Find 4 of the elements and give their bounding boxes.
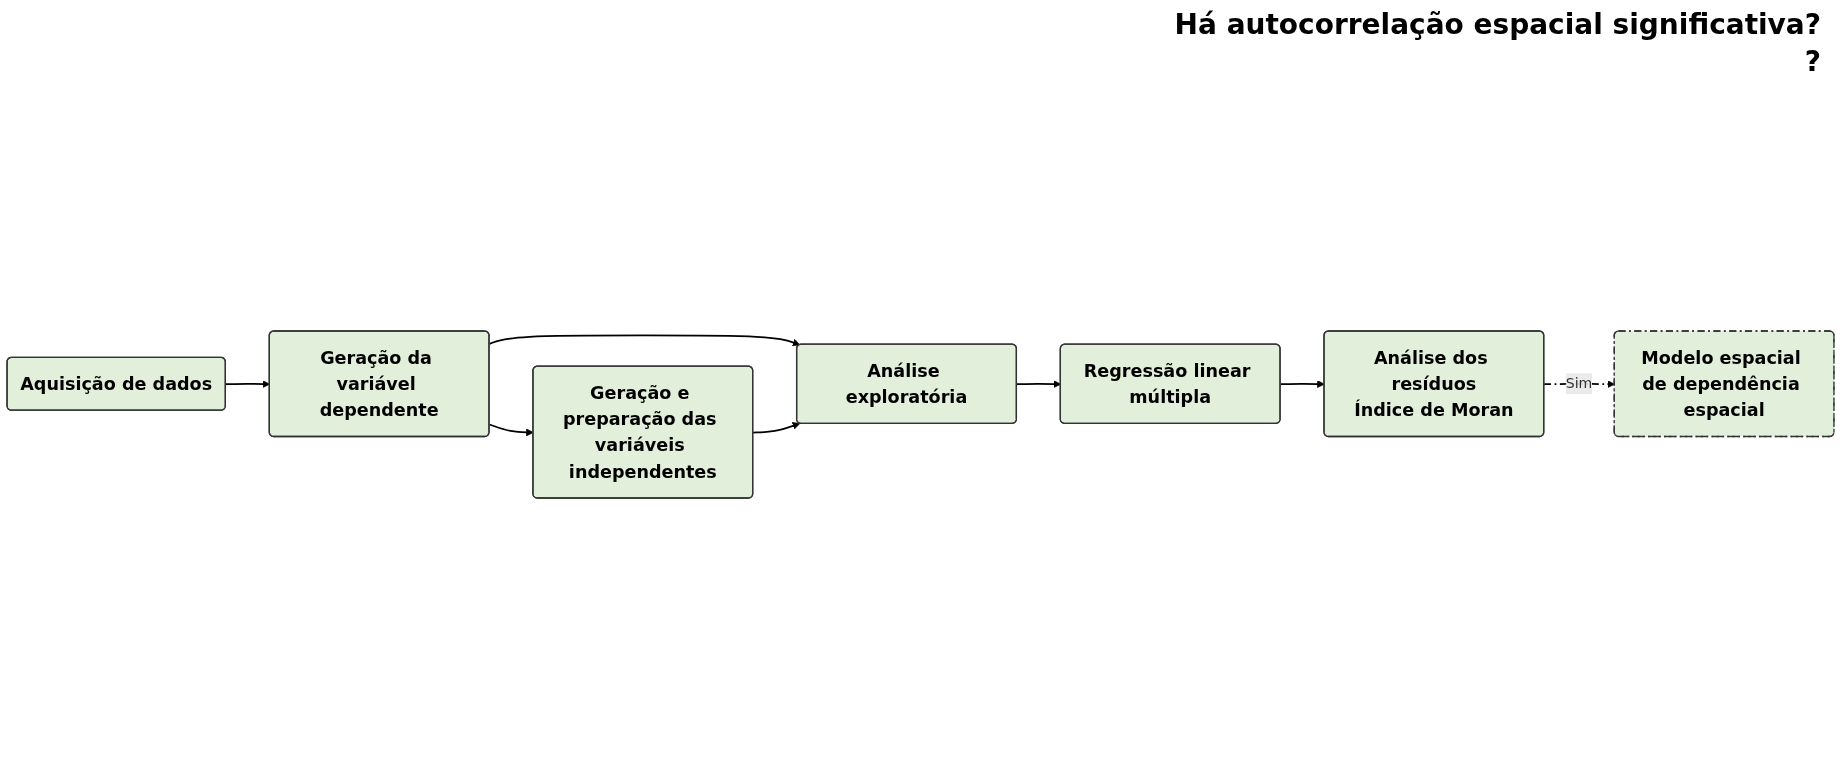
note-text: ? [1803, 45, 1821, 78]
arrow [752, 422, 801, 434]
edge-label: Sim [1565, 375, 1593, 393]
note-text: Há autocorrelação espacial significativa? [1174, 8, 1821, 41]
